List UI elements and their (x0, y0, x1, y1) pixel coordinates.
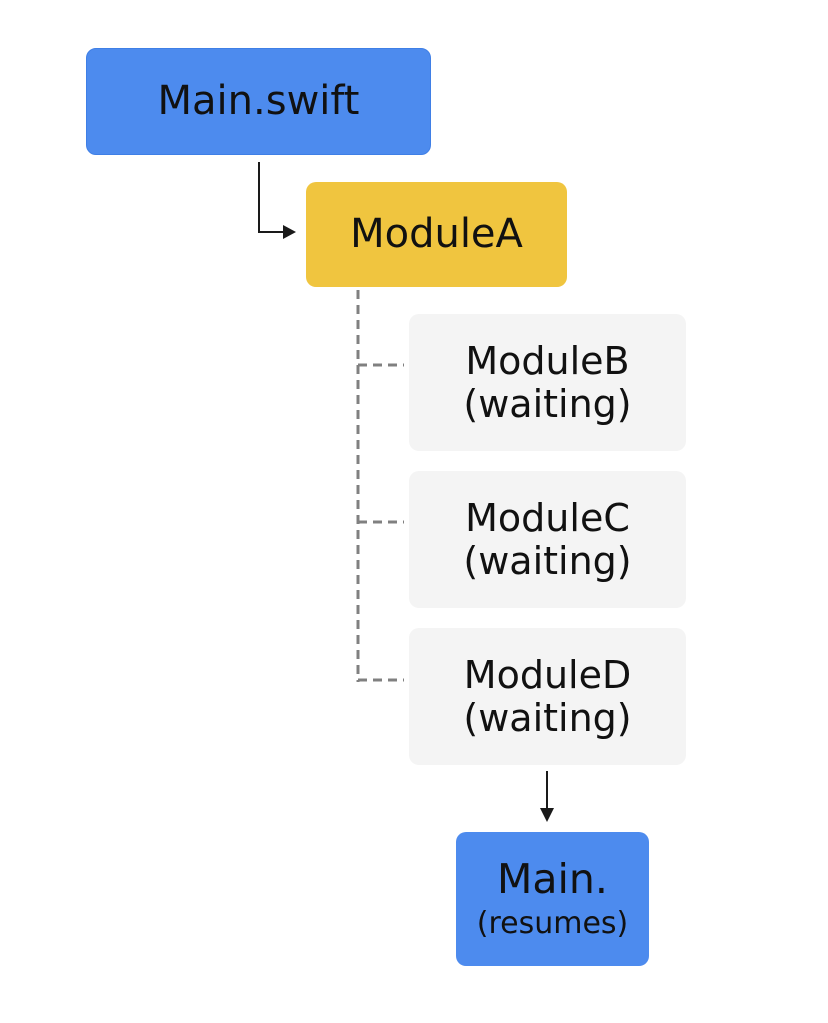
module-d-label: ModuleD (463, 652, 632, 697)
main-swift-node: Main.swift (86, 48, 431, 155)
main-to-modulea-arrowhead (283, 225, 296, 239)
main-resumes-status: (resumes) (476, 906, 629, 942)
module-c-node: ModuleC (waiting) (409, 471, 686, 608)
module-b-status: (waiting) (463, 381, 632, 426)
module-c-status: (waiting) (463, 538, 632, 583)
main-resumes-node: Main. (resumes) (456, 832, 649, 966)
module-b-node: ModuleB (waiting) (409, 314, 686, 451)
main-to-modulea-connector (258, 162, 286, 233)
module-d-status: (waiting) (463, 695, 632, 740)
moduled-to-main-arrowhead (540, 808, 554, 822)
main-swift-label: Main.swift (157, 78, 360, 125)
main-resumes-label: Main. (497, 855, 608, 904)
module-d-node: ModuleD (waiting) (409, 628, 686, 765)
module-a-label: ModuleA (350, 211, 523, 258)
module-a-node: ModuleA (306, 182, 567, 287)
module-b-label: ModuleB (465, 338, 630, 383)
module-c-label: ModuleC (465, 495, 630, 540)
